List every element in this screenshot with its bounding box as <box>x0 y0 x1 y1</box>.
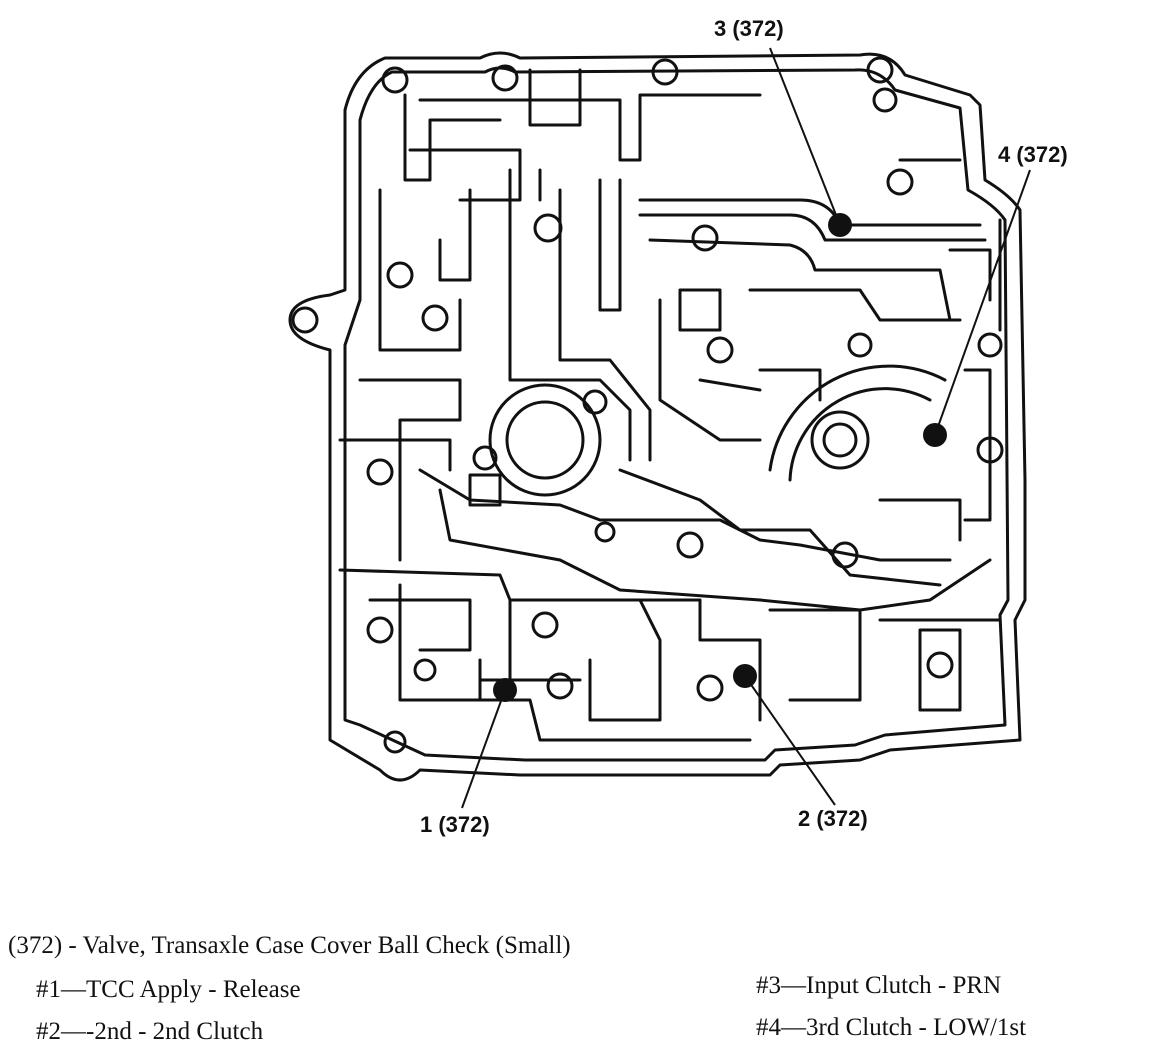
servo-arc-inner <box>788 387 932 482</box>
callout-3: 3 (372) <box>714 16 784 41</box>
legend-item-4: #4—3rd Clutch - LOW/1st <box>756 1014 1027 1041</box>
cover-outer-outline <box>288 51 1027 782</box>
legend-item-3: #3—Input Clutch - PRN <box>756 972 1002 999</box>
callout-2: 2 (372) <box>798 806 868 831</box>
leader-line-4 <box>934 169 1031 436</box>
servo-arc-outer <box>768 364 947 472</box>
large-bore-left-outer <box>488 383 602 497</box>
legend-title: (372) - Valve, Transaxle Case Cover Ball… <box>8 932 571 959</box>
servo-hub-outer <box>810 410 870 470</box>
servo-hub-inner <box>822 422 858 458</box>
legend-item-1: #1—TCC Apply - Release <box>36 976 301 1003</box>
legend-item-2: #2—-2nd - 2nd Clutch <box>36 1018 264 1045</box>
leader-line-1 <box>461 689 506 809</box>
callout-4: 4 (372) <box>998 142 1068 167</box>
fluid-passages <box>338 68 1002 742</box>
large-bore-left-inner <box>505 400 585 480</box>
valve-body-diagram <box>288 47 1031 809</box>
leader-line-2 <box>744 675 836 806</box>
callout-1: 1 (372) <box>420 812 490 837</box>
leader-line-3 <box>769 47 841 226</box>
bolt-holes <box>291 56 1004 754</box>
